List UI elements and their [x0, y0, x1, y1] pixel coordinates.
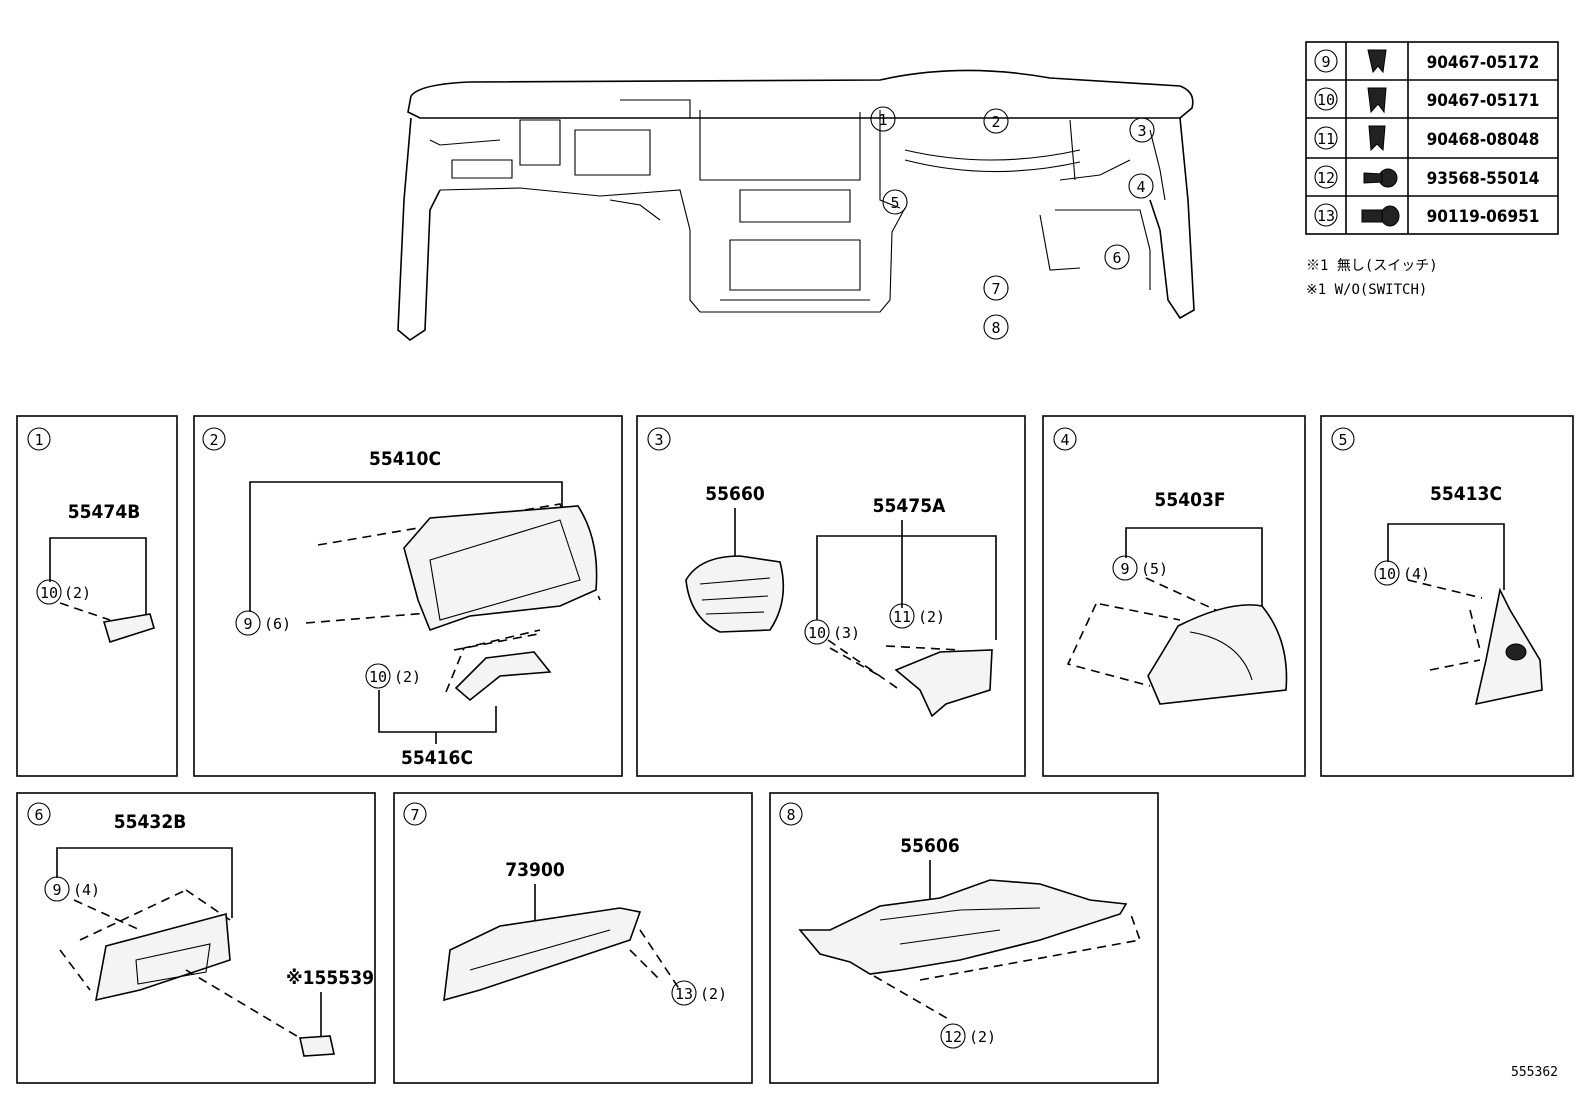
svg-text:13: 13	[675, 985, 693, 1003]
svg-text:8: 8	[991, 319, 1000, 337]
svg-text:2: 2	[991, 113, 1000, 131]
panel-8: 8 55606 12 (2)	[769, 792, 1159, 1084]
svg-text:55413C: 55413C	[1430, 483, 1502, 505]
svg-text:9: 9	[1321, 53, 1330, 71]
svg-text:90468-08048: 90468-08048	[1427, 130, 1540, 150]
svg-text:2: 2	[209, 431, 218, 449]
svg-text:(2): (2)	[969, 1028, 996, 1046]
svg-text:73900: 73900	[505, 859, 565, 881]
svg-text:9: 9	[52, 881, 61, 899]
svg-text:55475A: 55475A	[873, 495, 946, 517]
svg-text:1: 1	[34, 431, 43, 449]
svg-text:(6): (6)	[264, 615, 291, 633]
svg-text:90467-05172: 90467-05172	[1427, 53, 1540, 73]
svg-text:3: 3	[1137, 122, 1146, 140]
panel-2: 2 55410C 9 (6) 10 (2) 55416C	[193, 415, 623, 777]
clip-icon	[1368, 125, 1386, 152]
svg-text:93568-55014: 93568-55014	[1427, 169, 1540, 189]
svg-text:(2): (2)	[64, 584, 91, 602]
fastener-row-9: 9 90467-05172	[1314, 49, 1540, 74]
fastener-row-11: 11 90468-08048	[1314, 125, 1540, 152]
svg-text:11: 11	[1317, 130, 1335, 148]
svg-text:1: 1	[878, 111, 887, 129]
bolt-icon	[1361, 205, 1400, 227]
screw-icon	[1363, 168, 1398, 188]
svg-text:7: 7	[410, 806, 419, 824]
svg-text:※155539: ※155539	[286, 967, 374, 989]
svg-text:10: 10	[369, 668, 387, 686]
svg-text:13: 13	[1317, 207, 1335, 225]
panel-6: 6 55432B 9 (4) ※155539	[16, 792, 376, 1084]
svg-text:(2): (2)	[918, 608, 945, 626]
svg-text:6: 6	[34, 806, 43, 824]
svg-text:90119-06951: 90119-06951	[1427, 207, 1540, 227]
svg-text:(5): (5)	[1141, 560, 1168, 578]
svg-text:10: 10	[40, 584, 58, 602]
svg-text:9: 9	[1120, 560, 1129, 578]
drawing-id: 555362	[1511, 1065, 1558, 1080]
fastener-table: 9 90467-05172 10 90467-05171 11 90468-08…	[1305, 41, 1559, 235]
note-japanese: ※1 無し(スイッチ)	[1306, 258, 1438, 274]
panel-1: 1 55474B 10 (2)	[16, 415, 178, 777]
svg-text:3: 3	[654, 431, 663, 449]
svg-text:4: 4	[1060, 431, 1069, 449]
svg-text:6: 6	[1112, 249, 1121, 267]
fastener-row-12: 12 93568-55014	[1314, 165, 1540, 189]
svg-text:55474B: 55474B	[68, 501, 141, 523]
instrument-panel-overview	[397, 69, 1195, 341]
overview-callouts: 1 2 3 4 5 6 7 8	[870, 106, 1155, 340]
svg-text:9: 9	[243, 615, 252, 633]
svg-text:55410C: 55410C	[369, 448, 441, 470]
svg-text:5: 5	[890, 194, 899, 212]
panel-3: 3 55660 55475A 10 (3) 11 (2)	[636, 415, 1026, 777]
panel-5: 5 55413C 10 (4)	[1320, 415, 1574, 777]
svg-text:55660: 55660	[705, 483, 765, 505]
svg-text:11: 11	[893, 608, 911, 626]
svg-text:10: 10	[1378, 565, 1396, 583]
svg-text:12: 12	[1317, 169, 1335, 187]
svg-text:55432B: 55432B	[114, 811, 187, 833]
svg-text:12: 12	[944, 1028, 962, 1046]
svg-text:55606: 55606	[900, 835, 959, 857]
svg-text:5: 5	[1338, 431, 1347, 449]
svg-text:55403F: 55403F	[1154, 489, 1225, 511]
panel-4: 4 55403F 9 (5)	[1042, 415, 1306, 777]
svg-text:(4): (4)	[73, 881, 100, 899]
fastener-row-13: 13 90119-06951	[1314, 203, 1540, 227]
panel-7: 7 73900 13 (2)	[393, 792, 753, 1084]
svg-text:(2): (2)	[394, 668, 421, 686]
clip-icon	[1367, 49, 1387, 74]
svg-text:10: 10	[1317, 91, 1335, 109]
clip-icon	[1367, 87, 1387, 114]
svg-text:(2): (2)	[700, 985, 727, 1003]
svg-text:10: 10	[808, 624, 826, 642]
svg-text:4: 4	[1136, 178, 1145, 196]
svg-text:90467-05171: 90467-05171	[1427, 91, 1540, 111]
note-english: ※1 W/O(SWITCH)	[1306, 282, 1427, 298]
svg-text:(3): (3)	[833, 624, 860, 642]
svg-text:55416C: 55416C	[401, 747, 473, 769]
svg-text:8: 8	[786, 806, 795, 824]
svg-text:7: 7	[991, 280, 1000, 298]
fastener-row-10: 10 90467-05171	[1314, 87, 1540, 114]
svg-text:(4): (4)	[1403, 565, 1430, 583]
